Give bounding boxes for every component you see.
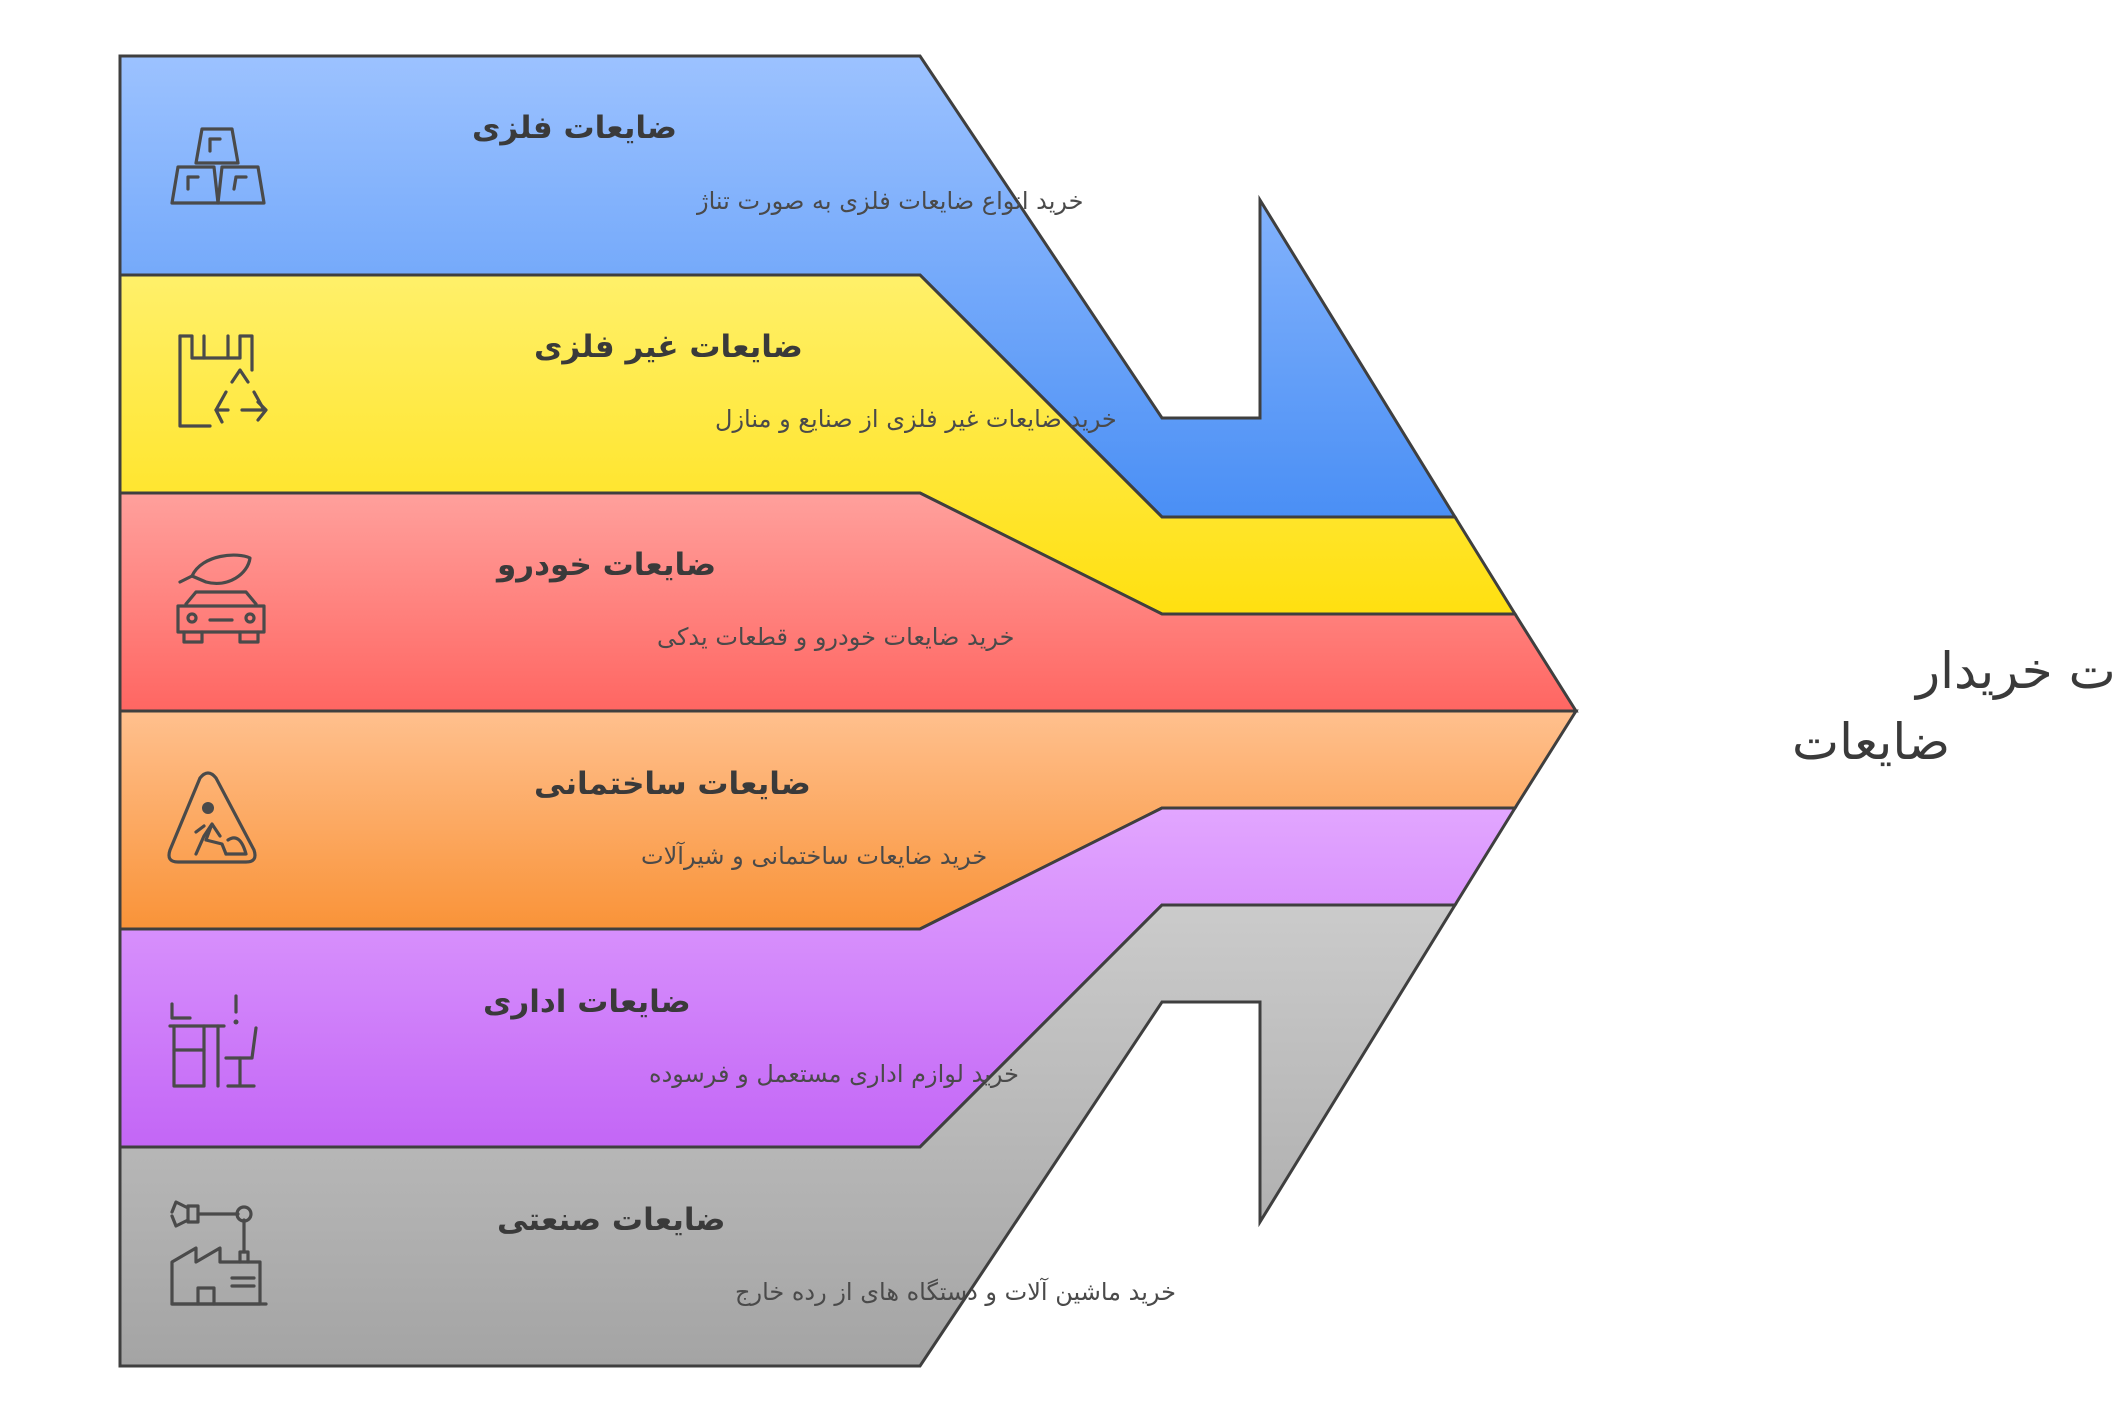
band-office-description: خرید لوازم اداری مستعمل و فرسوده [649, 1060, 1019, 1088]
office-desk-chair-icon [168, 994, 258, 1088]
band-metal-description: خرید انواع ضایعات فلزی به صورت تناژ [696, 187, 1084, 215]
band-non-metal-title: ضایعات غیر فلزی [534, 329, 803, 365]
band-automotive-description: خرید ضایعات خودرو و قطعات یدکی [657, 623, 1014, 651]
band-metal-title: ضایعات فلزی [472, 110, 677, 146]
metal-ingots-icon [170, 127, 266, 205]
factory-robot-arm-icon [170, 1200, 268, 1306]
band-industrial-shape [118, 903, 1458, 1368]
construction-sign-icon [167, 771, 257, 864]
band-office-title: ضایعات اداری [483, 984, 691, 1020]
recycling-bag-icon [178, 334, 268, 428]
band-automotive-title: ضایعات خودرو [495, 547, 716, 583]
band-industrial-description: خرید ماشین آلات و دستگاه های از رده خارج [735, 1277, 1176, 1306]
eco-car-icon [176, 553, 266, 644]
main-title-line-1: خدمات خریدار [1913, 642, 2112, 700]
band-non-metal-description: خرید ضایعات غیر فلزی از صنایع و منازل [715, 405, 1117, 433]
band-industrial-title: ضایعات صنعتی [497, 1202, 725, 1238]
main-title-line-2: ضایعات [1792, 713, 1950, 771]
band-construction-title: ضایعات ساختمانی [534, 766, 811, 802]
band-construction-description: خرید ضایعات ساختمانی و شیرآلات [641, 841, 987, 870]
